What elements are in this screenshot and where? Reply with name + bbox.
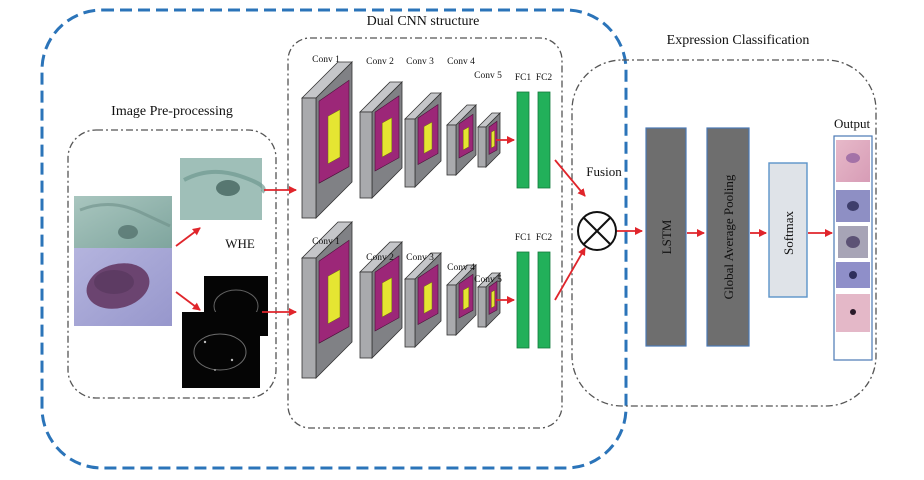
input-image-teal bbox=[74, 196, 172, 248]
bottom-fc1-label: FC1 bbox=[515, 233, 532, 243]
arrow-to-whe bbox=[175, 227, 201, 247]
arrow-to-edge bbox=[175, 291, 201, 311]
output-cell-1 bbox=[836, 140, 870, 182]
top-fc1-label: FC1 bbox=[515, 73, 532, 83]
bottom-conv4-label: Conv 4 bbox=[447, 263, 475, 273]
fusion-label: Fusion bbox=[586, 164, 622, 179]
top-conv2-label: Conv 2 bbox=[366, 57, 394, 67]
preprocessing-title: Image Pre-processing bbox=[111, 104, 233, 119]
top-conv2-layer bbox=[359, 81, 403, 199]
arrow-fc-top-to-fusion bbox=[554, 159, 586, 197]
arrow-fc-bottom-to-fusion bbox=[554, 247, 586, 301]
top-conv1-label: Conv 1 bbox=[312, 55, 340, 65]
classification-title: Expression Classification bbox=[667, 33, 810, 48]
top-conv5-layer bbox=[477, 112, 501, 168]
lstm-block bbox=[645, 127, 687, 347]
cnn-branch-bottom: Conv 1 Conv 2 Conv 3 Conv 4 Conv 5 FC1 FC2 bbox=[301, 221, 553, 379]
bottom-conv3-label: Conv 3 bbox=[406, 253, 434, 263]
whe-label: WHE bbox=[225, 236, 255, 251]
top-conv1-layer bbox=[301, 61, 353, 219]
top-fc2-label: FC2 bbox=[536, 73, 553, 83]
output-label: Output bbox=[834, 116, 871, 131]
lstm-label: LSTM bbox=[659, 219, 674, 254]
top-conv5-label: Conv 5 bbox=[474, 71, 502, 81]
softmax-block bbox=[768, 162, 808, 298]
top-fc2-bar bbox=[537, 91, 551, 189]
outer-region-border bbox=[40, 8, 628, 470]
edge-image-front bbox=[182, 312, 260, 388]
output-cell-3 bbox=[838, 226, 868, 258]
bottom-conv4-layer bbox=[446, 264, 477, 336]
gap-block bbox=[706, 127, 750, 347]
top-conv4-layer bbox=[446, 104, 477, 176]
dual-cnn-box bbox=[287, 37, 563, 429]
whe-image bbox=[180, 158, 266, 220]
bottom-fc2-bar bbox=[537, 251, 551, 349]
top-fc1-bar bbox=[516, 91, 530, 189]
bottom-conv1-label: Conv 1 bbox=[312, 237, 340, 247]
preprocessing-box bbox=[67, 129, 277, 399]
dual-cnn-title: Dual CNN structure bbox=[367, 14, 480, 29]
bottom-conv2-label: Conv 2 bbox=[366, 253, 394, 263]
bottom-conv3-layer bbox=[404, 252, 442, 348]
classification-box bbox=[571, 59, 877, 407]
output-cell-4 bbox=[836, 262, 870, 288]
bottom-conv5-layer bbox=[477, 272, 501, 328]
output-cell-5 bbox=[836, 294, 870, 332]
softmax-label: Softmax bbox=[781, 210, 796, 255]
top-conv3-layer bbox=[404, 92, 442, 188]
bottom-fc2-label: FC2 bbox=[536, 233, 553, 243]
bottom-conv5-label: Conv 5 bbox=[474, 275, 502, 285]
bottom-conv2-layer bbox=[359, 241, 403, 359]
gap-label: Global Average Pooling bbox=[721, 174, 736, 299]
output-cell-2 bbox=[836, 190, 870, 222]
bottom-fc1-bar bbox=[516, 251, 530, 349]
input-image-violet bbox=[74, 248, 172, 326]
fusion-otimes-icon bbox=[577, 211, 617, 251]
bottom-conv1-layer bbox=[301, 221, 353, 379]
cnn-branch-top: Conv 1 Conv 2 Conv 3 Conv 4 Conv 5 FC1 FC2 bbox=[301, 55, 553, 219]
top-conv3-label: Conv 3 bbox=[406, 57, 434, 67]
top-conv4-label: Conv 4 bbox=[447, 57, 475, 67]
